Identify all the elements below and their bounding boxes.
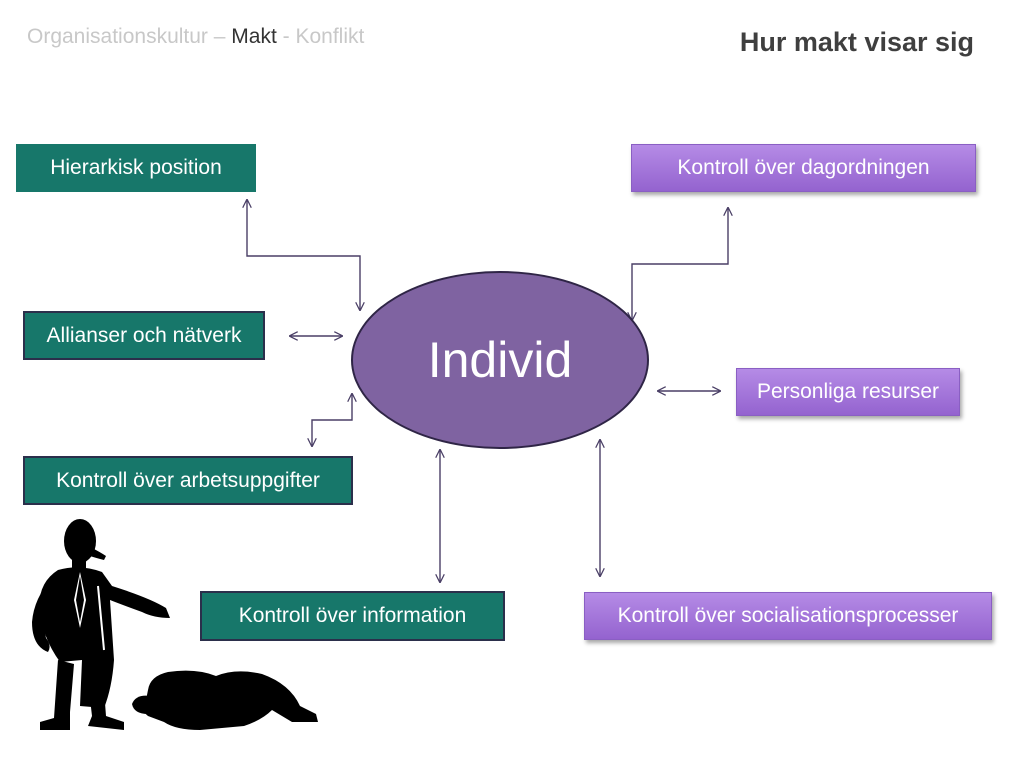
breadcrumb: Organisationskultur – Makt - Konflikt (27, 25, 364, 49)
node-kontroll-arbetsuppgifter: Kontroll över arbetsuppgifter (23, 456, 353, 505)
node-personliga-resurser: Personliga resurser (736, 368, 960, 416)
node-kontroll-socialisationsprocesser: Kontroll över socialisationsprocesser (584, 592, 992, 640)
node-kontroll-information: Kontroll över information (200, 591, 505, 641)
node-allianser-och-natverk: Allianser och nätverk (23, 311, 265, 360)
breadcrumb-organisationskultur: Organisationskultur – (27, 25, 232, 48)
node-allianser-label: Allianser och nätverk (46, 323, 242, 347)
connector-arbetsuppgifter (312, 394, 352, 446)
connector-hierarkisk (247, 200, 360, 310)
individ-ellipse: Individ (351, 271, 649, 449)
connector-dagordningen (632, 208, 728, 320)
breadcrumb-makt: Makt (231, 25, 277, 48)
node-arbetsuppgifter-label: Kontroll över arbetsuppgifter (56, 468, 320, 492)
node-resurser-label: Personliga resurser (756, 380, 940, 403)
slide-title: Hur makt visar sig (739, 27, 974, 57)
node-socialisation-label: Kontroll över socialisationsprocesser (617, 604, 959, 627)
node-kontroll-dagordningen: Kontroll över dagordningen (631, 144, 976, 192)
node-information-label: Kontroll över information (238, 604, 467, 627)
node-hierarkisk-label: Hierarkisk position (50, 156, 222, 179)
node-hierarkisk-position: Hierarkisk position (16, 144, 256, 192)
node-dagordningen-label: Kontroll över dagordningen (677, 156, 930, 179)
breadcrumb-konflikt: - Konflikt (276, 25, 365, 48)
individ-label: Individ (427, 332, 573, 388)
